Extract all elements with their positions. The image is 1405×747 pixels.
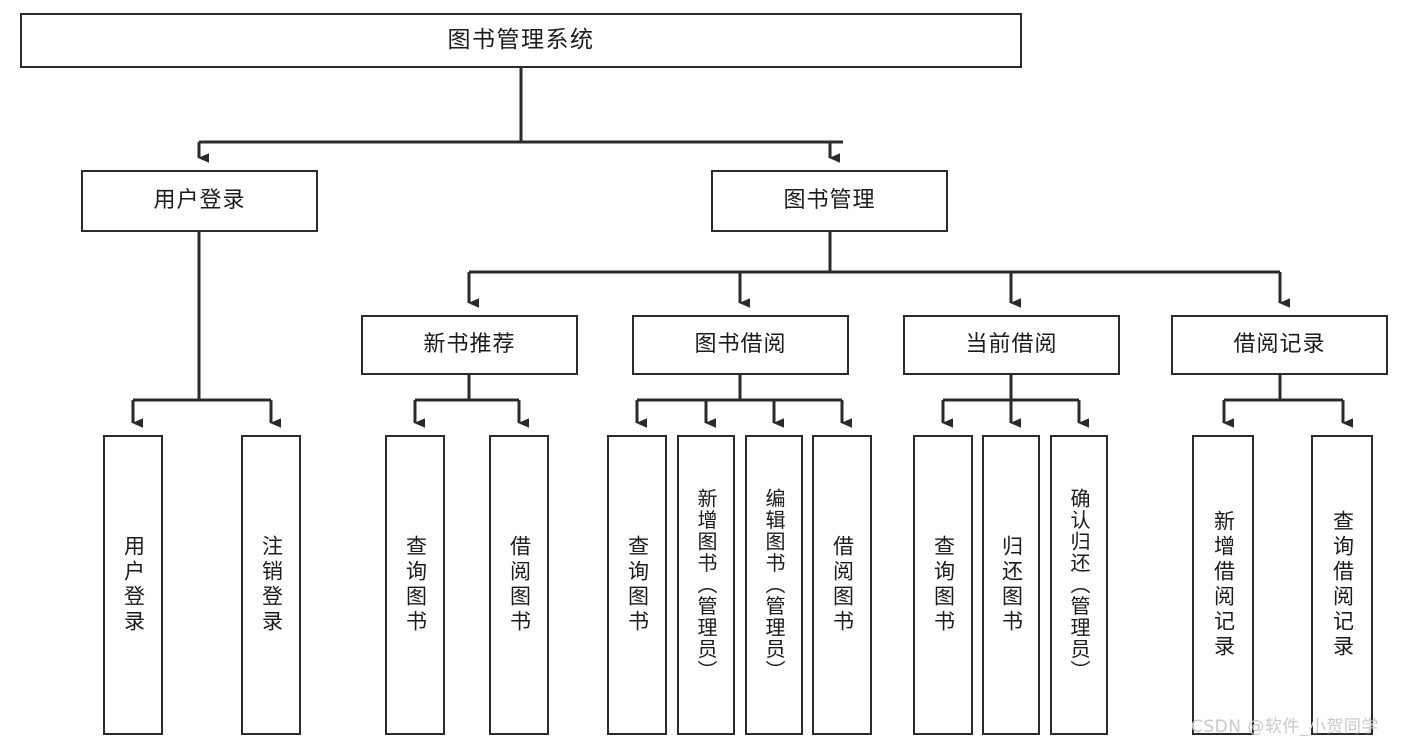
node-label: 查询借阅记录	[1330, 510, 1355, 660]
leaf-query-book-borrow[interactable]: 查询图书	[607, 435, 667, 735]
leaf-borrow-book-recommend[interactable]: 借阅图书	[489, 435, 549, 735]
node-label: 新增图书（管理员）	[694, 488, 718, 682]
node-label: 归还图书	[999, 535, 1024, 635]
node-book-borrow[interactable]: 图书借阅	[632, 315, 849, 375]
node-label: 查询图书	[403, 535, 428, 635]
node-label: 借阅图书	[507, 535, 532, 635]
node-borrow-record[interactable]: 借阅记录	[1171, 315, 1388, 375]
node-label: 编辑图书（管理员）	[762, 488, 786, 682]
leaf-add-book-admin[interactable]: 新增图书（管理员）	[677, 435, 735, 735]
leaf-logout[interactable]: 注销登录	[241, 435, 301, 735]
node-book-management[interactable]: 图书管理	[711, 170, 948, 232]
csdn-watermark: CSDN @软件_小贺同学	[1191, 717, 1379, 737]
leaf-query-borrow-record[interactable]: 查询借阅记录	[1311, 435, 1373, 735]
leaf-add-borrow-record[interactable]: 新增借阅记录	[1192, 435, 1254, 735]
node-label: 新增借阅记录	[1211, 510, 1236, 660]
node-label: 用户登录	[153, 188, 246, 214]
node-label: 用户登录	[121, 535, 146, 635]
node-current-borrow[interactable]: 当前借阅	[903, 315, 1120, 375]
node-label: 图书借阅	[694, 332, 787, 358]
leaf-edit-book-admin[interactable]: 编辑图书（管理员）	[745, 435, 803, 735]
node-new-book-recommend[interactable]: 新书推荐	[361, 315, 578, 375]
node-user-login[interactable]: 用户登录	[81, 170, 318, 232]
node-label: 查询图书	[625, 535, 650, 635]
node-label: 图书管理系统	[447, 27, 595, 54]
leaf-borrow-book[interactable]: 借阅图书	[812, 435, 872, 735]
leaf-query-book-recommend[interactable]: 查询图书	[385, 435, 445, 735]
node-root-library-system[interactable]: 图书管理系统	[20, 13, 1022, 68]
node-label: 借阅记录	[1233, 332, 1326, 358]
node-label: 注销登录	[259, 535, 284, 635]
leaf-confirm-return-admin[interactable]: 确认归还（管理员）	[1050, 435, 1108, 735]
node-label: 确认归还（管理员）	[1067, 488, 1091, 682]
node-label: 当前借阅	[965, 332, 1058, 358]
node-label: 新书推荐	[423, 332, 516, 358]
node-label: 借阅图书	[830, 535, 855, 635]
node-label: 图书管理	[783, 188, 876, 214]
leaf-return-book[interactable]: 归还图书	[982, 435, 1040, 735]
leaf-user-login[interactable]: 用户登录	[103, 435, 163, 735]
leaf-query-book-current[interactable]: 查询图书	[913, 435, 973, 735]
node-label: 查询图书	[931, 535, 956, 635]
